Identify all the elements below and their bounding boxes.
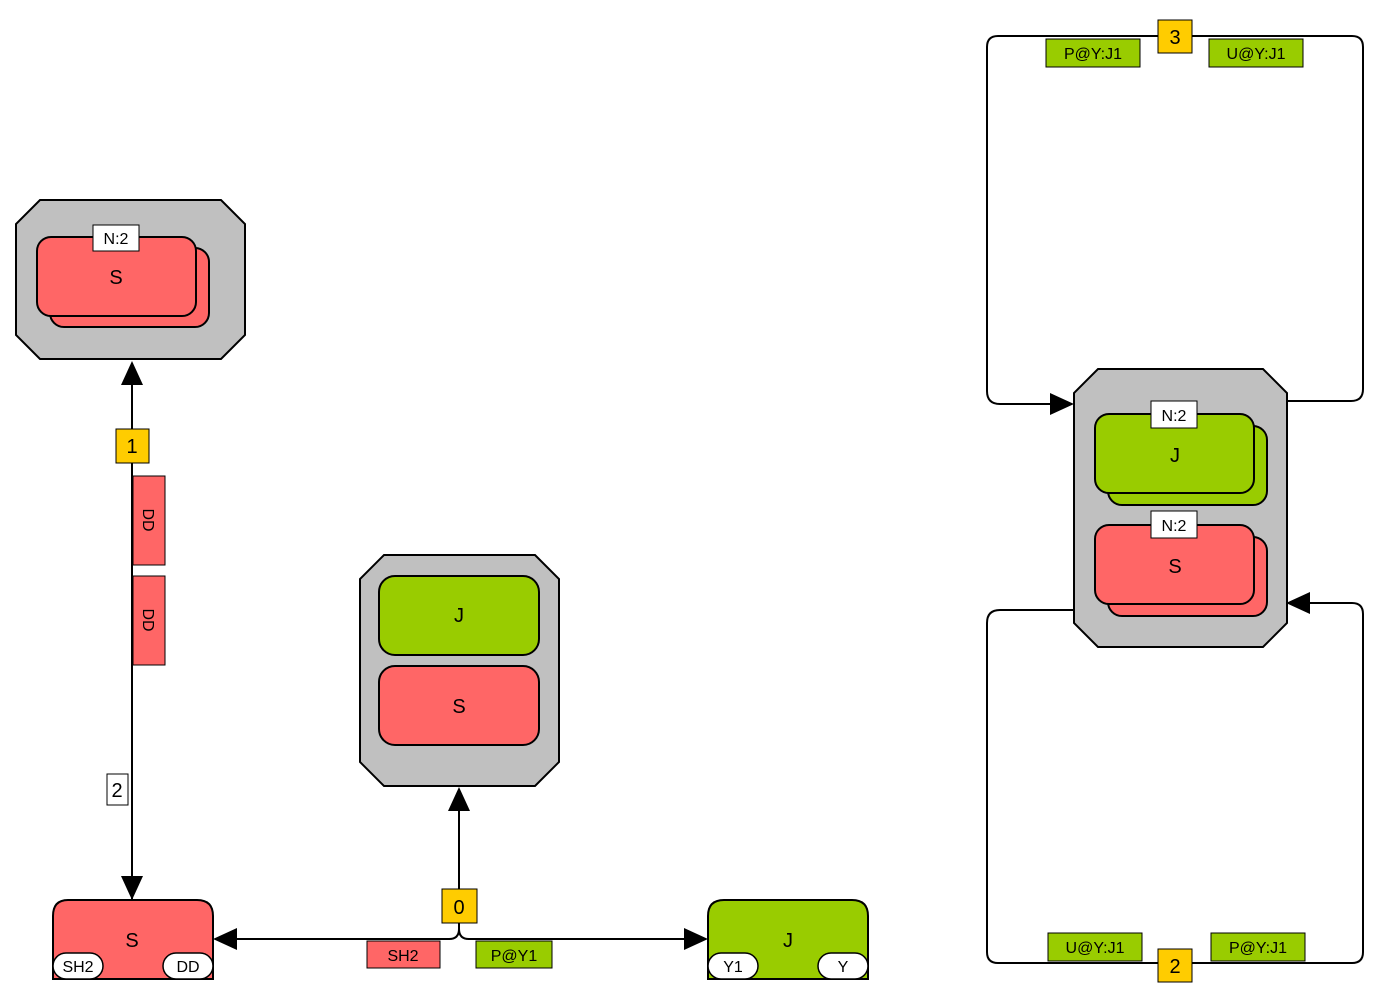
- edge-0-site-box-py1: [475, 940, 553, 969]
- edge-0-site-box-sh2: [366, 940, 441, 969]
- edge-2-right-site-text-left: U@Y:J1: [1066, 940, 1125, 957]
- edge-2-right-site-label-left: U@Y:J1: [1047, 932, 1143, 962]
- edge-1-site-box-a: [132, 475, 166, 566]
- edge-1-site-label-a: DD: [132, 475, 166, 566]
- edge-3[interactable]: [986, 35, 1364, 415]
- edge-2-number: 2: [111, 780, 122, 802]
- edge-3-number-badge: 3: [1157, 19, 1193, 54]
- edge-3-site-box-right: [1208, 38, 1304, 68]
- complex-top-left-multimer-label: N:2: [104, 231, 129, 248]
- node-s-bottom[interactable]: S SH2 DD: [52, 899, 214, 980]
- edge-2-number-box: [106, 773, 129, 806]
- edge-1-site-text-b: DD: [139, 608, 156, 631]
- node-s-bottom-label: S: [125, 930, 138, 952]
- site-y1[interactable]: [707, 952, 759, 980]
- edge-2-right[interactable]: [986, 592, 1364, 964]
- multimer-count-badge: [92, 224, 140, 252]
- edge-2-right-number: 2: [1169, 956, 1180, 978]
- edge-3-site-text-right: U@Y:J1: [1227, 46, 1286, 63]
- complex-middle-s-label: S: [452, 696, 465, 718]
- edge-3-site-text-left: P@Y:J1: [1064, 46, 1122, 63]
- edge-2-number-badge: 2: [106, 773, 129, 806]
- complex-right[interactable]: J N:2 S N:2: [1073, 368, 1288, 648]
- edge-0-site-label-py1: P@Y1: [475, 940, 553, 969]
- edge-3-site-box-left: [1045, 38, 1141, 68]
- edge-1-site-label-b: DD: [132, 575, 166, 666]
- complex-middle-j-member[interactable]: [378, 575, 540, 656]
- complex-middle-j-label: J: [454, 605, 464, 627]
- edge-0-site-label-sh2: SH2: [366, 940, 441, 969]
- edge-0-number: 0: [453, 897, 464, 919]
- edge-0-site-text-sh2: SH2: [387, 948, 418, 965]
- complex-top-left[interactable]: S N:2: [15, 199, 246, 360]
- edge-2-right-site-box-left: [1047, 932, 1143, 962]
- edge-1-site-text-a: DD: [139, 508, 156, 531]
- edge-0-site-text-py1: P@Y1: [491, 948, 538, 965]
- complex-middle-s-member[interactable]: [378, 665, 540, 746]
- edge-3-site-label-right: U@Y:J1: [1208, 38, 1304, 68]
- site-y-label: Y: [838, 959, 849, 976]
- edge-2-right-site-text-right: P@Y:J1: [1229, 940, 1287, 957]
- edge-1-number: 1: [126, 436, 137, 458]
- multimer-count-badge-s: [1150, 510, 1198, 539]
- complex-top-left-member-label: S: [109, 267, 122, 289]
- edge-1-number-badge: 1: [115, 428, 150, 464]
- edge-2-right-site-label-right: P@Y:J1: [1210, 932, 1306, 962]
- site-y1-label: Y1: [723, 959, 743, 976]
- multimer-count-badge-j: [1150, 400, 1198, 429]
- site-y[interactable]: [817, 952, 869, 980]
- complex-right-j-label: J: [1170, 445, 1180, 467]
- edge-2-right-line[interactable]: [986, 592, 1364, 964]
- complex-right-j-multimer-label: N:2: [1162, 408, 1187, 425]
- site-dd[interactable]: [162, 952, 214, 980]
- edge-2-right-number-badge: 2: [1157, 948, 1193, 983]
- edge-0-number-box: [441, 888, 478, 924]
- edge-0-number-badge: 0: [441, 888, 478, 924]
- node-j-bottom[interactable]: J Y1 Y: [707, 899, 869, 980]
- edge-2-right-site-box-right: [1210, 932, 1306, 962]
- complex-right-s-label: S: [1168, 556, 1181, 578]
- edge-2-right-number-box: [1157, 948, 1193, 983]
- site-sh2[interactable]: [52, 952, 104, 980]
- site-dd-label: DD: [176, 959, 199, 976]
- edge-3-number: 3: [1169, 27, 1180, 49]
- node-j-bottom-label: J: [783, 930, 793, 952]
- complex-right-s-multimer-label: N:2: [1162, 518, 1187, 535]
- edge-3-site-label-left: P@Y:J1: [1045, 38, 1141, 68]
- edge-0-junction: [448, 928, 470, 940]
- edge-1-site-box-b: [132, 575, 166, 666]
- edge-1-number-box: [115, 428, 150, 464]
- site-sh2-label: SH2: [62, 959, 93, 976]
- complex-middle[interactable]: J S: [359, 554, 560, 787]
- edge-3-line[interactable]: [986, 35, 1364, 415]
- edge-3-number-box: [1157, 19, 1193, 54]
